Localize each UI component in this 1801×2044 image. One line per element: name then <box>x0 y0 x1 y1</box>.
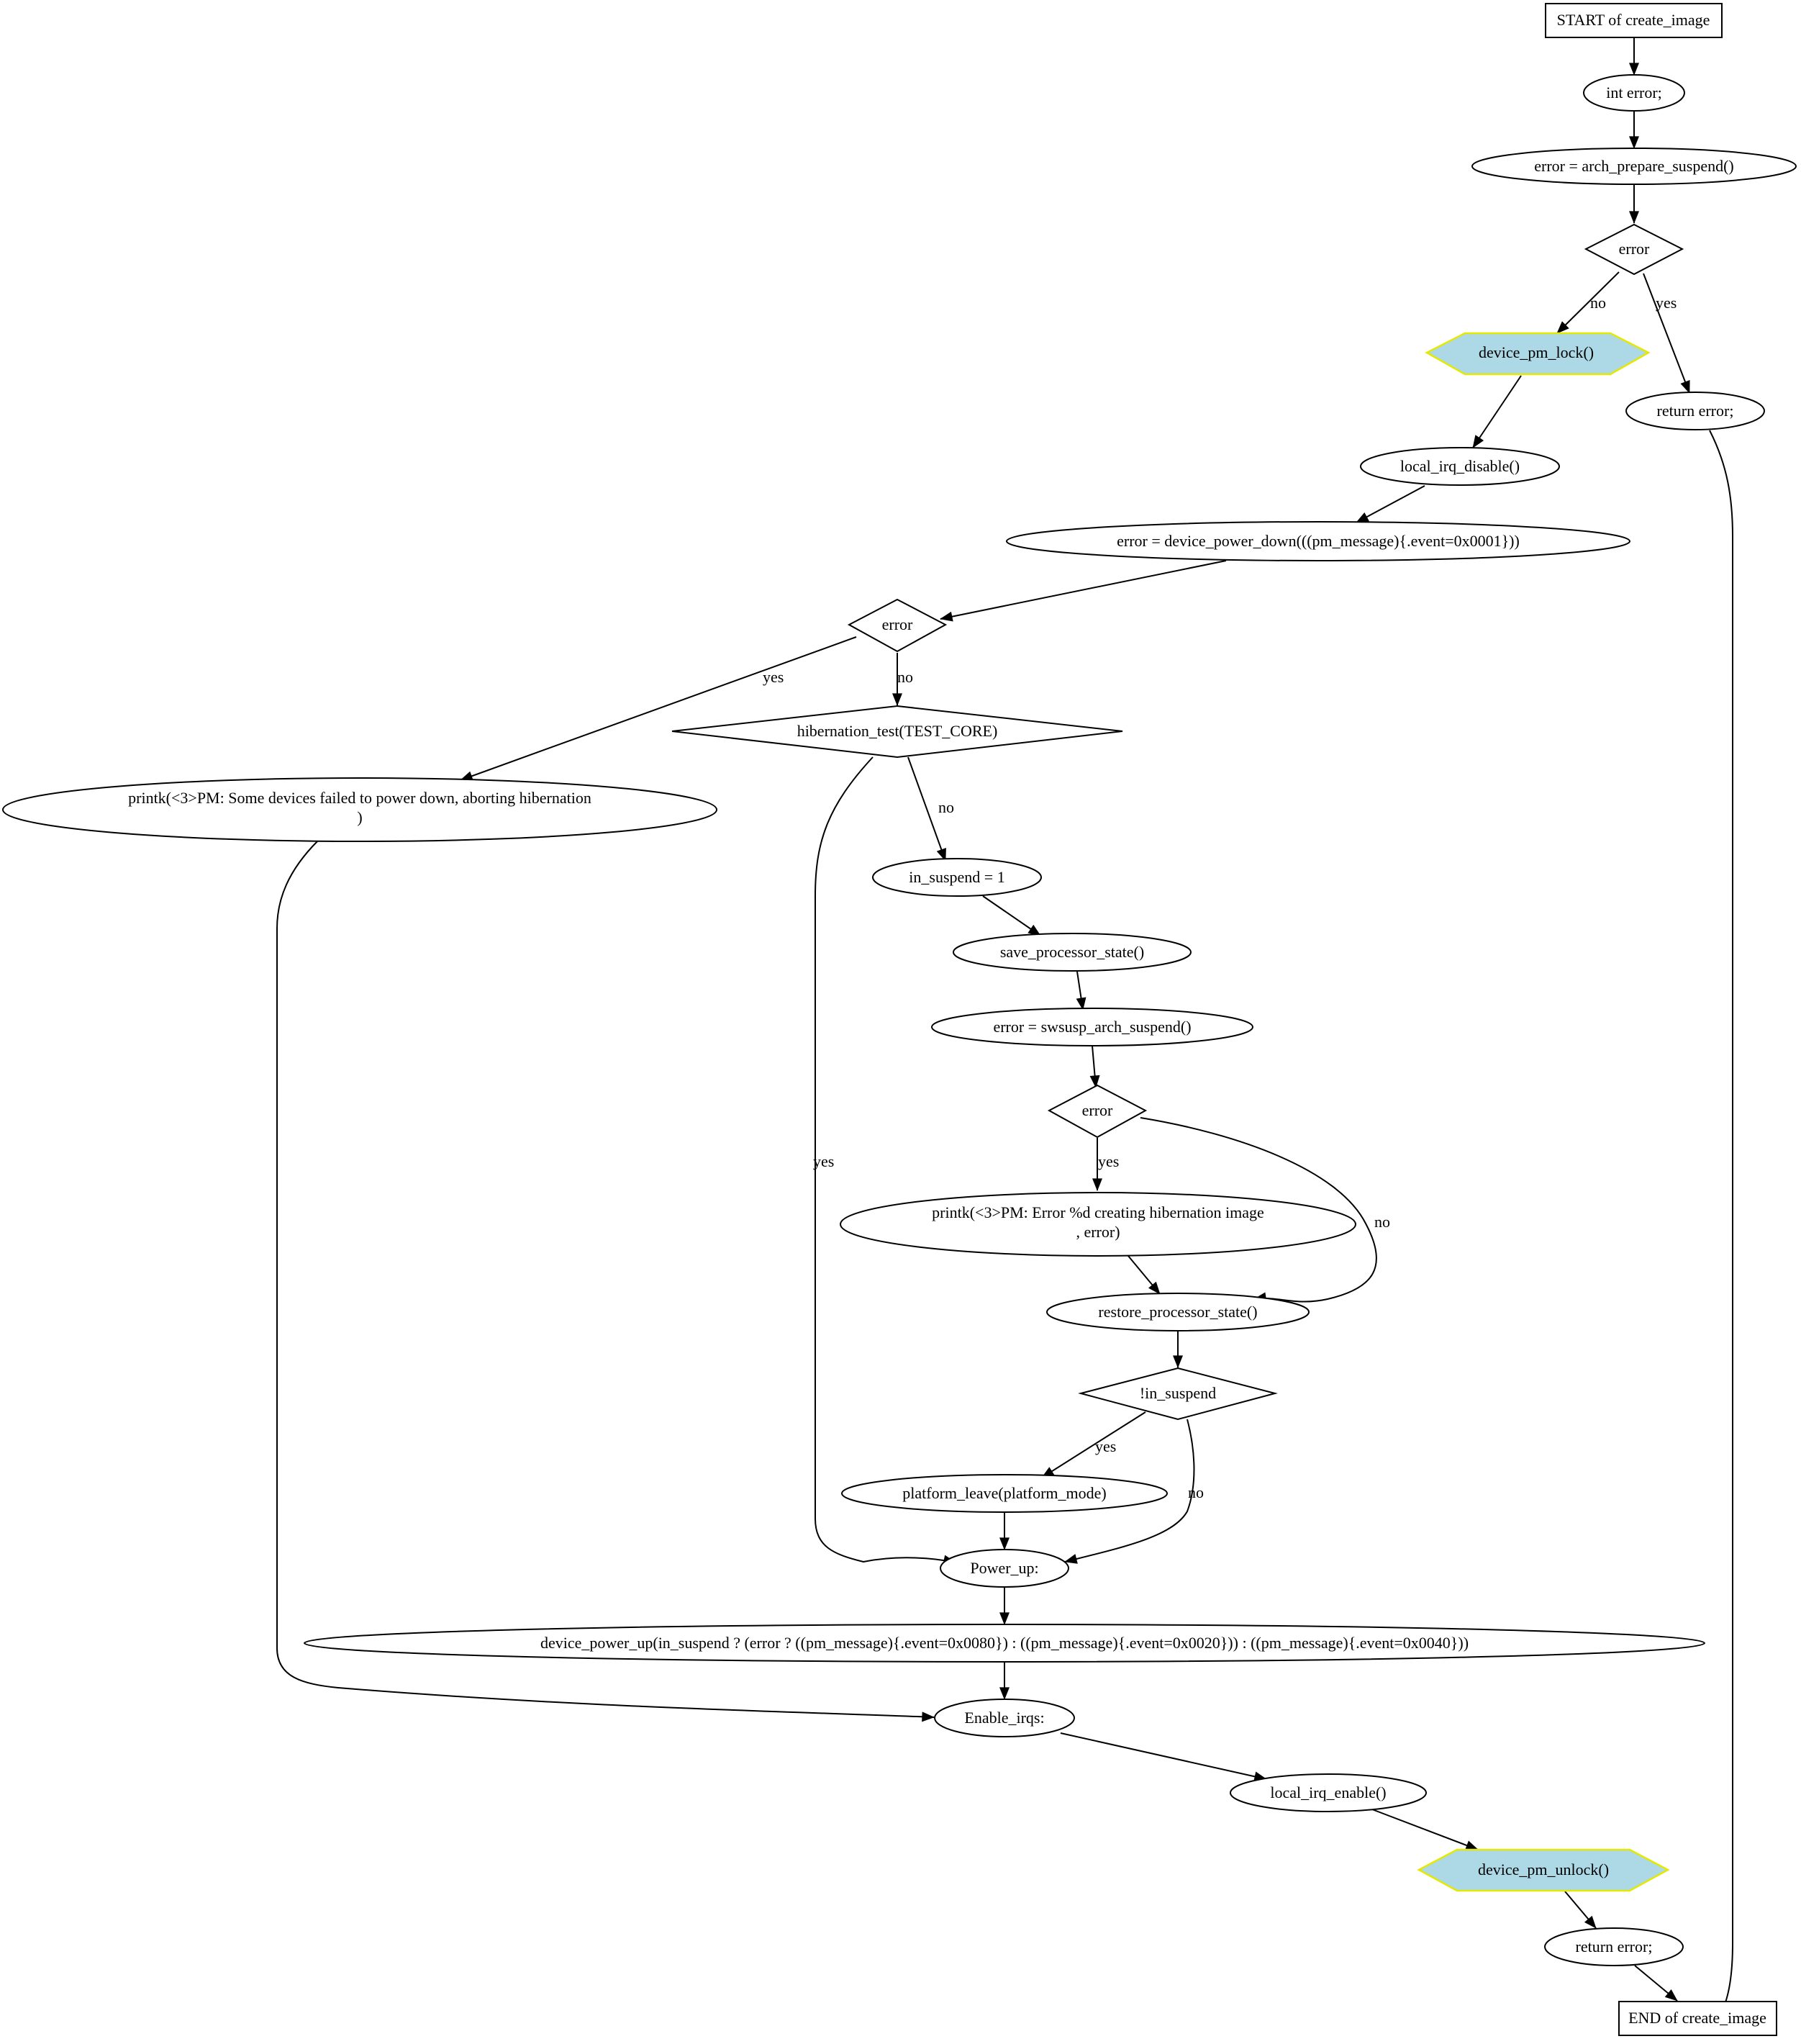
edge-notinsusp-platleave <box>1041 1411 1146 1478</box>
edge-label-err2-no: no <box>897 668 913 686</box>
node-save: save_processor_state() <box>953 933 1192 972</box>
svg-text:error = arch_prepare_suspend(): error = arch_prepare_suspend() <box>1534 157 1734 175</box>
svg-text:error = device_power_down(((pm: error = device_power_down(((pm_message){… <box>1117 532 1520 550</box>
node-decl: int error; <box>1583 74 1685 112</box>
svg-text:in_suspend = 1: in_suspend = 1 <box>909 868 1004 886</box>
edge-label-hib-no: no <box>938 798 954 816</box>
edge-save-swsusp <box>1076 971 1087 1010</box>
svg-text:platform_leave(platform_mode): platform_leave(platform_mode) <box>902 1484 1106 1502</box>
edges <box>276 37 1733 2022</box>
svg-text:Enable_irqs:: Enable_irqs: <box>964 1709 1044 1727</box>
node-irqdis: local_irq_disable() <box>1360 447 1560 486</box>
edge-insusp-save <box>982 895 1041 936</box>
node-printk1: printk(<3>PM: Some devices failed to pow… <box>2 777 717 842</box>
edge-irqdis-pdown <box>1356 485 1425 523</box>
edge-irqen-unlock <box>1371 1809 1479 1850</box>
svg-text:printk(<3>PM: Error %d creatin: printk(<3>PM: Error %d creating hibernat… <box>932 1203 1264 1221</box>
svg-text:restore_processor_state(): restore_processor_state() <box>1098 1303 1257 1321</box>
node-lock: device_pm_lock() <box>1425 332 1651 376</box>
node-hibtest: hibernation_test(TEST_CORE) <box>671 705 1123 759</box>
svg-text:error: error <box>1619 240 1650 258</box>
edge-hibtest-powerup <box>815 756 956 1565</box>
svg-text:device_pm_unlock(): device_pm_unlock() <box>1478 1860 1609 1878</box>
edge-pdown-err2 <box>940 560 1227 622</box>
svg-text:return error;: return error; <box>1657 402 1734 420</box>
node-printk2: printk(<3>PM: Error %d creating hibernat… <box>840 1192 1356 1257</box>
nodes: START of create_image int error; error =… <box>2 3 1797 2036</box>
edge-enableirqs-irqen <box>1060 1732 1267 1782</box>
node-platleave: platform_leave(platform_mode) <box>841 1474 1168 1513</box>
node-restore: restore_processor_state() <box>1046 1293 1310 1331</box>
node-irqen: local_irq_enable() <box>1230 1773 1427 1812</box>
edge-hibtest-insusp <box>907 756 946 862</box>
svg-text:START of create_image: START of create_image <box>1557 11 1710 29</box>
svg-text:local_irq_enable(): local_irq_enable() <box>1270 1783 1386 1801</box>
svg-text:, error): , error) <box>1076 1223 1120 1241</box>
node-unlock: device_pm_unlock() <box>1417 1848 1670 1892</box>
node-ret1: return error; <box>1625 392 1765 430</box>
svg-text:): ) <box>357 808 362 826</box>
svg-text:END of create_image: END of create_image <box>1628 2009 1766 2027</box>
node-prep: error = arch_prepare_suspend() <box>1471 148 1797 185</box>
node-err1: error <box>1584 223 1684 276</box>
edge-notinsusp-powerup <box>1064 1419 1195 1564</box>
edge-label-err3-no: no <box>1374 1213 1390 1231</box>
edge-label-hib-yes: yes <box>813 1152 834 1170</box>
svg-text:error = swsusp_arch_suspend(): error = swsusp_arch_suspend() <box>993 1018 1191 1036</box>
edge-printk2-restore <box>1128 1255 1161 1295</box>
edge-label-notin-no: no <box>1188 1483 1204 1501</box>
node-start: START of create_image <box>1545 3 1723 38</box>
node-swsusp: error = swsusp_arch_suspend() <box>931 1008 1253 1046</box>
node-powerup: Power_up: <box>940 1549 1069 1588</box>
node-err2: error <box>847 598 948 653</box>
svg-text:device_power_up(in_suspend ? (: device_power_up(in_suspend ? (error ? ((… <box>540 1634 1469 1652</box>
edge-err3-restore <box>1140 1117 1377 1303</box>
edge-swsusp-err3 <box>1089 1045 1100 1088</box>
edge-err1-ret1 <box>1643 273 1690 394</box>
edge-ret1-end <box>1709 430 1733 2022</box>
node-devpowerup: device_power_up(in_suspend ? (error ? ((… <box>304 1624 1705 1663</box>
edge-err1-lock <box>1556 271 1620 334</box>
svg-text:printk(<3>PM: Some devices fai: printk(<3>PM: Some devices failed to pow… <box>128 789 591 807</box>
node-end: END of create_image <box>1618 2001 1777 2036</box>
edge-labels: no yes yes no yes no yes no yes no <box>763 294 1677 1501</box>
svg-text:save_processor_state(): save_processor_state() <box>1000 943 1144 961</box>
node-err3: error <box>1047 1084 1148 1139</box>
node-insusp: in_suspend = 1 <box>872 858 1042 897</box>
svg-text:Power_up:: Power_up: <box>970 1559 1038 1577</box>
edge-printk1-enableirqs <box>276 840 935 1722</box>
edge-err2-printk1 <box>460 636 857 781</box>
node-pdown: error = device_power_down(((pm_message){… <box>1006 521 1630 561</box>
svg-text:hibernation_test(TEST_CORE): hibernation_test(TEST_CORE) <box>797 722 998 740</box>
node-notinsusp: !in_suspend <box>1078 1367 1278 1421</box>
svg-text:device_pm_lock(): device_pm_lock() <box>1479 343 1594 361</box>
edge-lock-irqdis <box>1472 375 1522 448</box>
edge-label-err2-yes: yes <box>763 668 784 686</box>
svg-text:int error;: int error; <box>1606 83 1662 101</box>
edge-label-err1-yes: yes <box>1656 294 1677 312</box>
edge-label-err1-no: no <box>1590 294 1606 312</box>
svg-text:local_irq_disable(): local_irq_disable() <box>1400 457 1520 475</box>
edge-label-notin-yes: yes <box>1095 1437 1116 1455</box>
node-enableirqs: Enable_irqs: <box>934 1699 1075 1737</box>
edge-label-err3-yes: yes <box>1098 1152 1119 1170</box>
svg-text:!in_suspend: !in_suspend <box>1140 1384 1216 1402</box>
node-ret2: return error; <box>1544 1927 1684 1966</box>
svg-text:error: error <box>882 615 913 633</box>
edge-ret2-end <box>1634 1965 1678 2002</box>
edge-unlock-ret2 <box>1564 1891 1597 1929</box>
svg-text:error: error <box>1082 1101 1113 1119</box>
svg-text:return error;: return error; <box>1576 1937 1653 1955</box>
